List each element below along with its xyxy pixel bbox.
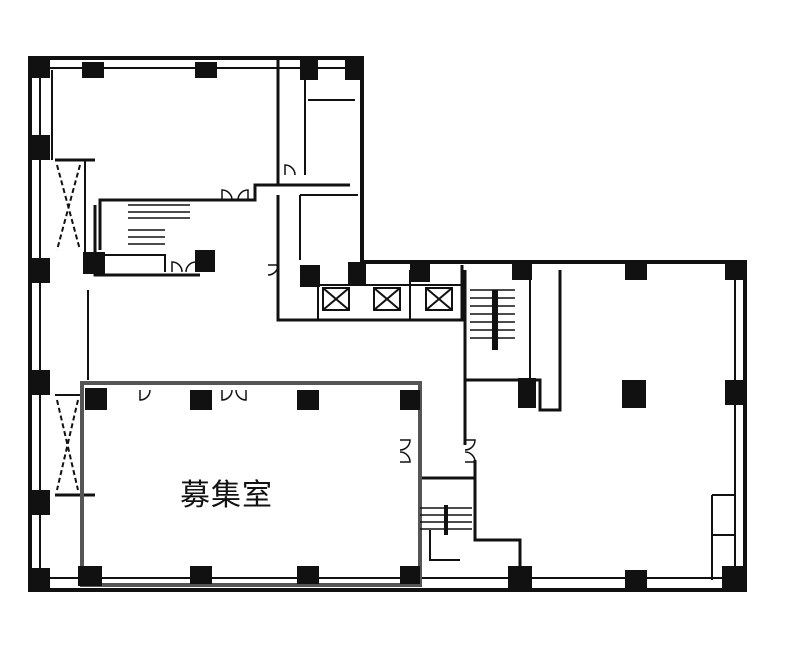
vacant-room-label: 募集室 <box>180 478 273 513</box>
elevator-icon <box>322 287 350 311</box>
shaft-icon <box>56 399 79 491</box>
outer-wall-left-building <box>28 56 747 592</box>
elevator-icon <box>373 287 401 311</box>
door-icon <box>139 164 476 463</box>
elevator-icon <box>425 287 453 311</box>
shaft-icon <box>56 164 81 251</box>
vacant-room-outline <box>80 381 422 587</box>
columns <box>28 56 746 590</box>
